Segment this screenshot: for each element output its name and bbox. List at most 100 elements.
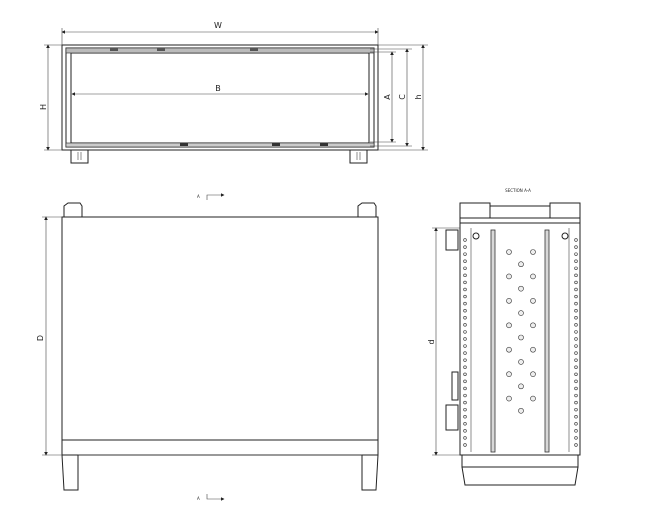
inner-opening	[70, 52, 370, 144]
rail-hole	[463, 379, 467, 384]
rail-hole	[574, 245, 578, 249]
rail-hole	[463, 358, 467, 362]
rail-hole	[463, 351, 467, 355]
rail-hole	[574, 422, 578, 426]
rail-hole	[574, 436, 578, 440]
rail-hole	[463, 393, 467, 398]
rail-hole	[463, 400, 467, 405]
rail-hole	[574, 344, 578, 348]
leg-right	[361, 454, 379, 491]
rail-hole	[463, 429, 467, 433]
tab-right	[357, 202, 377, 217]
outer-frame	[61, 44, 379, 151]
rail-hole	[574, 294, 578, 299]
dim-label-d-inner: d	[427, 339, 436, 344]
rail-hole	[574, 337, 578, 341]
center-hole	[518, 334, 524, 341]
rail-hole	[463, 365, 467, 369]
rail-hole	[574, 273, 578, 278]
rail-hole	[463, 294, 467, 299]
dim-label-a: A	[383, 94, 392, 100]
rail-hole	[574, 323, 578, 327]
rail-hole	[463, 407, 467, 412]
rail-hole	[463, 301, 467, 306]
foot-left	[70, 149, 89, 164]
center-hole	[518, 359, 524, 365]
rail-hole	[463, 266, 467, 270]
rail-hole	[463, 280, 467, 285]
rail-hole	[463, 344, 467, 348]
rail-hole	[574, 316, 578, 320]
center-hole	[506, 371, 512, 377]
section-title: SECTION A-A	[505, 188, 531, 193]
rail-hole	[463, 245, 467, 249]
rail-hole	[463, 323, 467, 327]
rail-hole	[574, 358, 578, 362]
top-view: W H B A C h	[39, 21, 428, 164]
rail-hole	[463, 308, 467, 313]
section-marker-top: A	[197, 194, 200, 199]
section-marker-bottom: A	[197, 496, 200, 501]
center-hole	[518, 310, 524, 316]
rail-hole	[574, 443, 578, 447]
rail-hole	[574, 372, 578, 377]
rail-hole	[574, 407, 578, 412]
center-hole	[506, 273, 512, 280]
leg-left	[61, 454, 79, 491]
rail-hole	[574, 386, 578, 391]
rail-hole	[574, 301, 578, 306]
rail-hole	[463, 337, 467, 341]
dim-label-h-inner: h	[414, 94, 423, 99]
rail-hole	[463, 273, 467, 278]
rail-hole	[463, 252, 467, 256]
dim-label-d-outer: D	[36, 335, 45, 341]
foot-right	[349, 149, 368, 164]
dim-label-w: W	[214, 21, 222, 30]
rail-hole	[574, 400, 578, 405]
center-hole	[530, 371, 536, 377]
rail-hole	[463, 259, 467, 263]
section-view: SECTION A-A d	[427, 188, 581, 486]
rail-hole	[463, 386, 467, 391]
rail-hole	[574, 365, 578, 369]
center-hole	[518, 383, 524, 390]
rail-hole	[463, 287, 467, 292]
rail-hole	[463, 316, 467, 320]
center-hole	[530, 322, 536, 329]
front-view: D A A	[36, 193, 379, 501]
center-hole	[506, 395, 512, 402]
center-hole	[518, 261, 524, 268]
rail-hole	[574, 252, 578, 256]
rail-hole	[463, 330, 467, 334]
rail-hole	[574, 379, 578, 384]
rail-hole	[574, 287, 578, 292]
perforation-holes	[463, 238, 578, 447]
center-hole	[530, 346, 536, 353]
center-hole	[506, 346, 512, 353]
rail-hole	[574, 429, 578, 433]
rail-hole	[463, 238, 467, 242]
rail-hole	[574, 330, 578, 334]
center-hole	[506, 322, 512, 329]
rail-hole	[463, 436, 467, 440]
center-hole	[530, 249, 536, 255]
center-hole	[506, 298, 512, 304]
dim-label-b: B	[215, 84, 221, 93]
center-hole	[530, 273, 536, 280]
dim-label-c: C	[398, 94, 407, 100]
rail-hole	[574, 238, 578, 242]
dim-label-h-outer: H	[39, 104, 48, 110]
body	[61, 216, 379, 441]
rail-hole	[463, 422, 467, 426]
rail-hole	[463, 443, 467, 447]
rail-hole	[574, 351, 578, 355]
center-hole	[530, 298, 536, 304]
rail-hole	[574, 415, 578, 419]
rail-hole	[574, 259, 578, 263]
rail-hole	[574, 393, 578, 398]
rail-hole	[463, 415, 467, 419]
rail-hole	[574, 266, 578, 270]
center-hole	[518, 285, 524, 292]
rail-hole	[463, 372, 467, 377]
